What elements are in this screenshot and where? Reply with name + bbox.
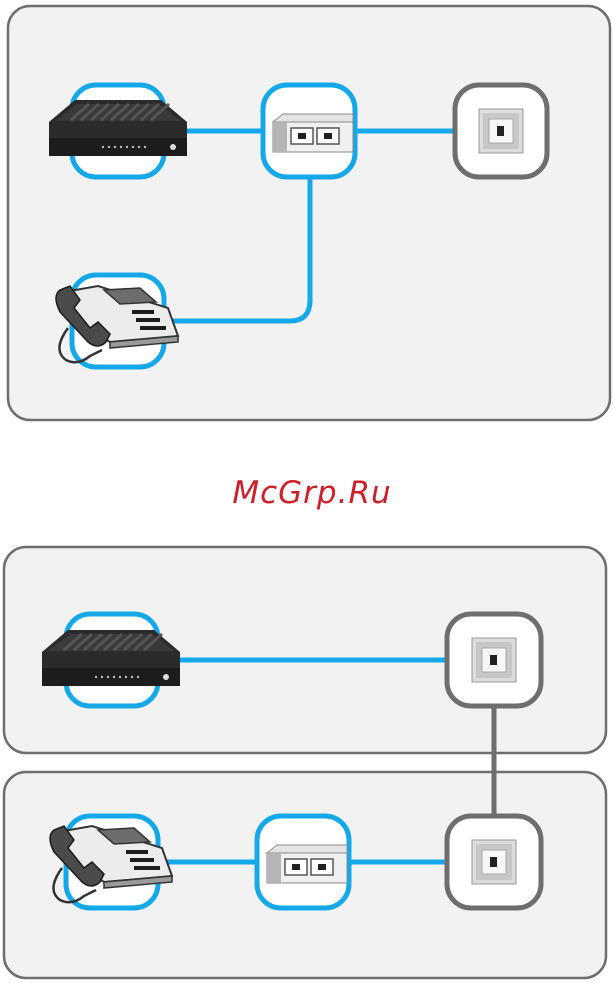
modem-icon [49, 100, 187, 156]
wall-socket-icon-upper [472, 638, 516, 682]
splitter-icon-2 [267, 845, 347, 883]
wall-socket-icon-lower [472, 840, 516, 884]
splitter-icon [273, 114, 353, 152]
watermark-text: McGrp.Ru [232, 475, 391, 511]
modem-icon-2 [42, 630, 180, 686]
wall-socket-icon [479, 109, 523, 153]
